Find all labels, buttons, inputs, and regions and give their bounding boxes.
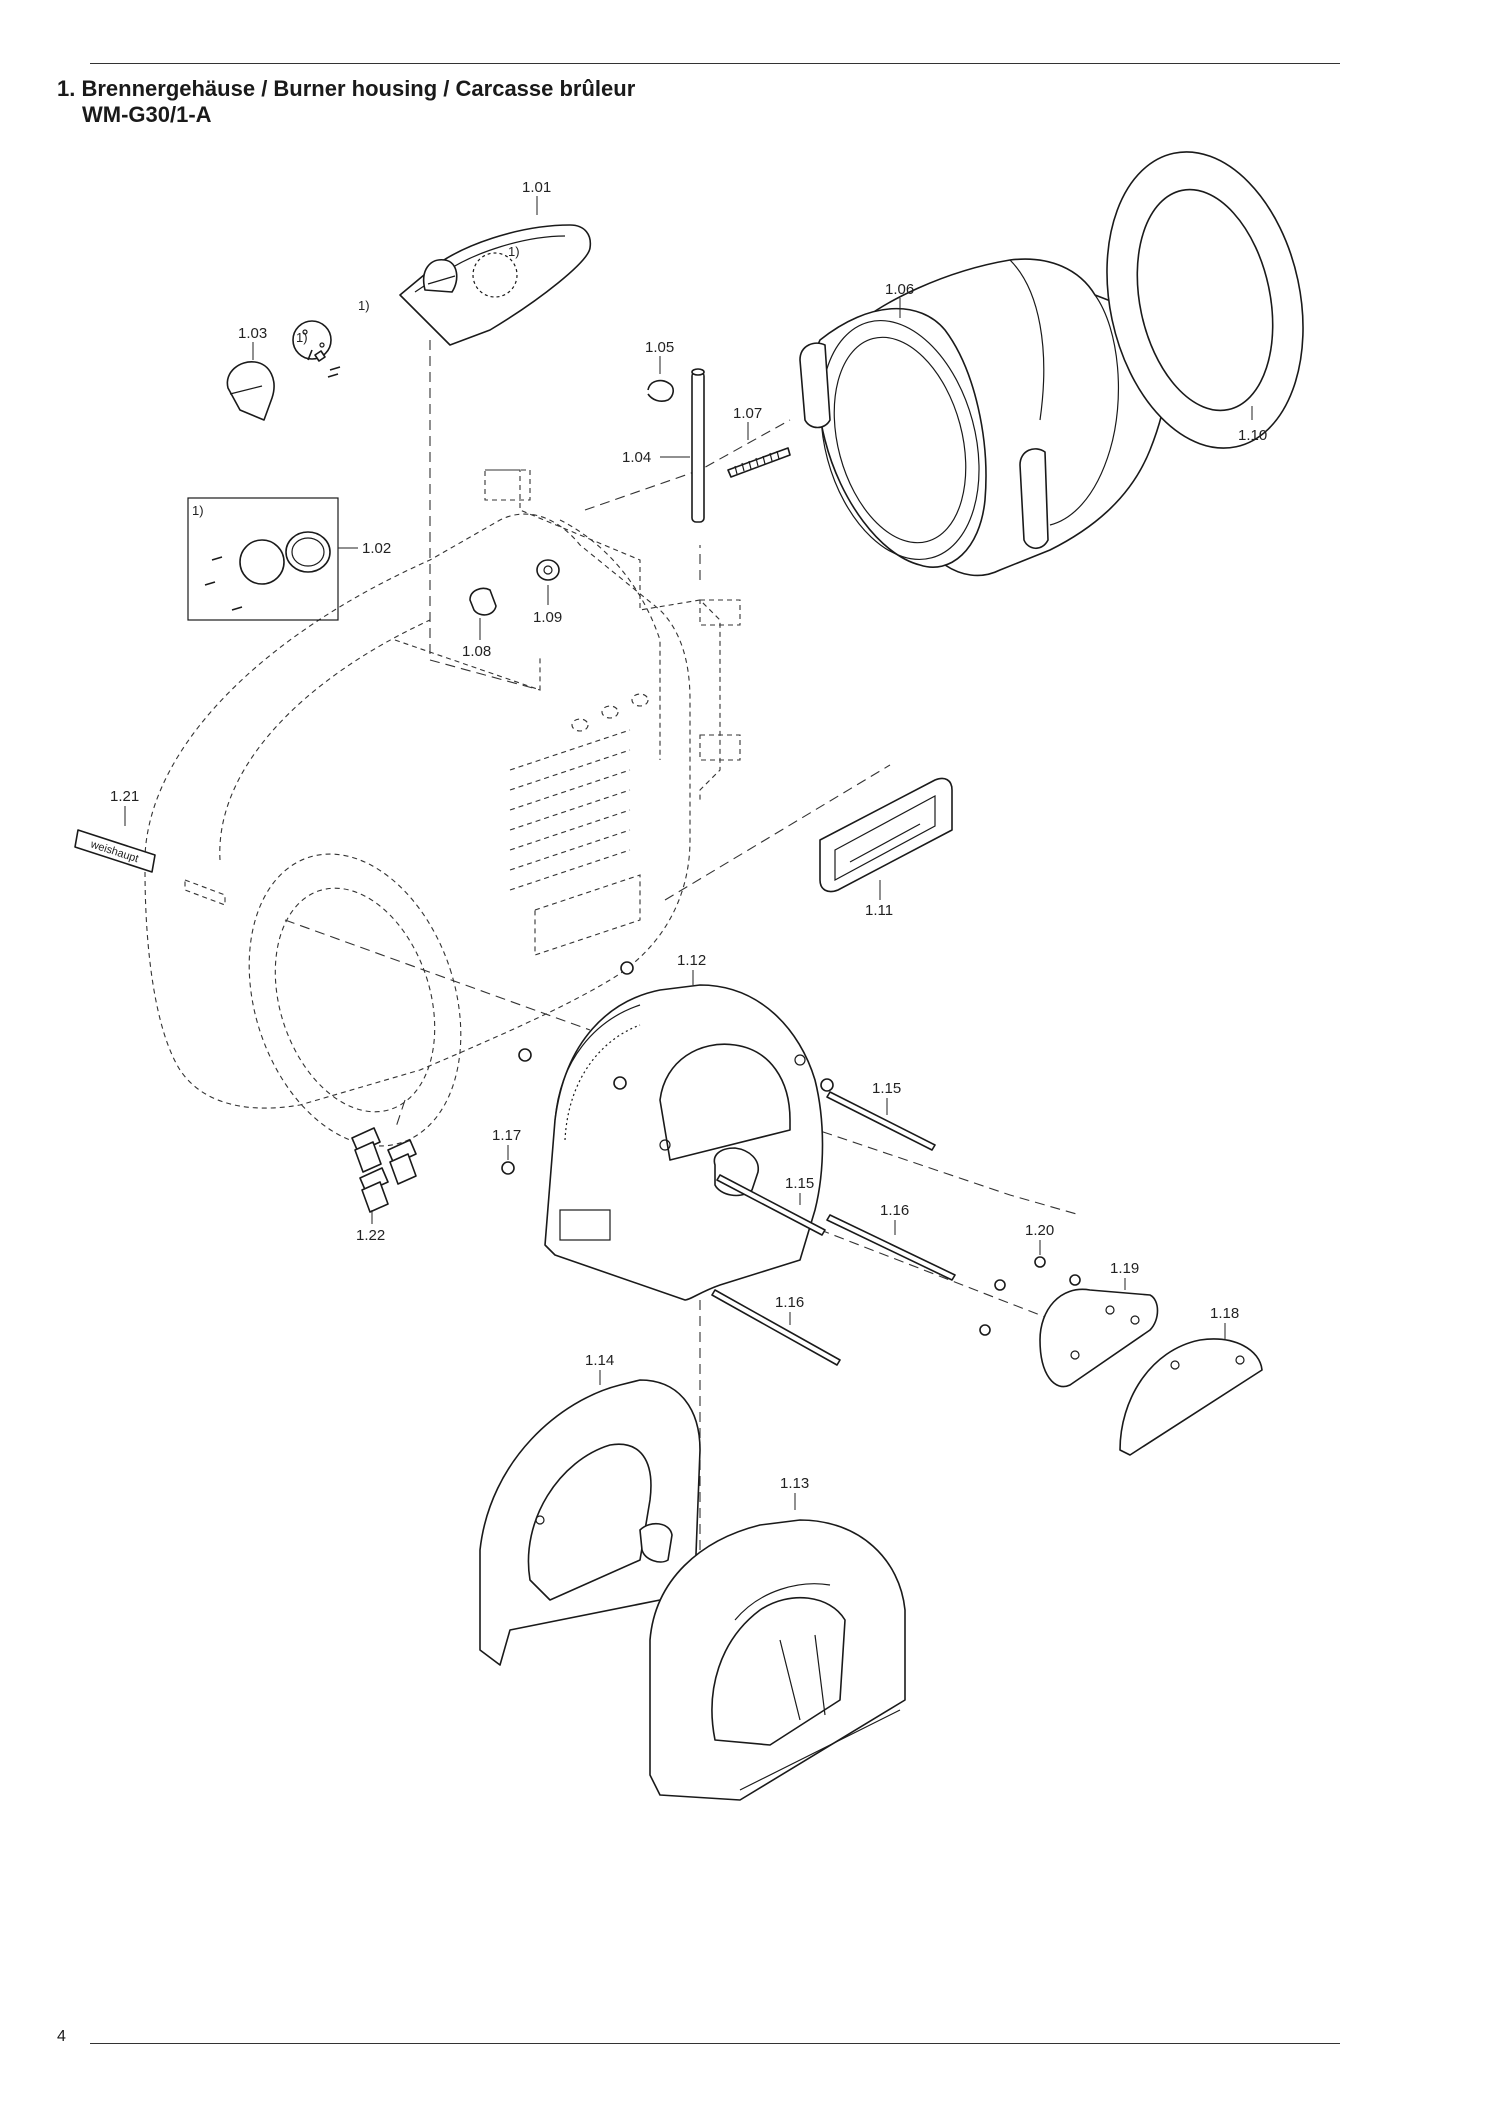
label-1-15-upper: 1.15	[872, 1080, 901, 1097]
part-1-16-bolt-upper	[826, 1214, 956, 1281]
part-1-22-cable-glands	[351, 1127, 417, 1213]
label-1-09: 1.09	[533, 609, 562, 626]
label-1-21: 1.21	[110, 788, 139, 805]
label-1-19: 1.19	[1110, 1260, 1139, 1277]
part-1-17-washers	[501, 961, 834, 1175]
label-1-11: 1.11	[865, 902, 893, 919]
label-1-04: 1.04	[622, 449, 651, 466]
part-1-19-mounting-plate	[1039, 1288, 1159, 1388]
part-1-16-bolt-lower	[711, 1289, 841, 1366]
part-1-01-air-damper-housing	[399, 224, 592, 346]
label-1-14: 1.14	[585, 1352, 614, 1369]
part-1-14-air-intake-housing	[479, 1379, 701, 1666]
label-1-03: 1.03	[238, 325, 267, 342]
part-1-11-inspection-window	[819, 777, 953, 893]
page-number: 4	[57, 2028, 66, 2045]
label-1-07: 1.07	[733, 405, 762, 422]
page-title: 1. Brennergehäuse / Burner housing / Car…	[57, 76, 636, 101]
part-1-12-housing-cover	[544, 984, 824, 1301]
model-designation: WM-G30/1-A	[82, 102, 212, 127]
footnote-mark-knob: 1)	[296, 330, 308, 345]
label-1-05: 1.05	[645, 339, 674, 356]
footnote-mark-kit: 1)	[192, 503, 204, 518]
part-1-13-front-cover	[649, 1519, 906, 1801]
part-1-02-cover-kit	[187, 497, 339, 621]
label-1-01: 1.01	[522, 179, 551, 196]
label-1-22: 1.22	[356, 1227, 385, 1244]
label-1-08: 1.08	[462, 643, 491, 660]
part-1-03-actuator-knob	[226, 320, 341, 421]
label-1-12: 1.12	[677, 952, 706, 969]
part-1-06-burner-flange	[799, 258, 1170, 577]
part-1-08-plug	[469, 587, 497, 616]
label-1-13: 1.13	[780, 1475, 809, 1492]
part-1-20-nuts	[979, 1256, 1081, 1336]
label-1-06: 1.06	[885, 281, 914, 298]
label-1-10: 1.10	[1238, 427, 1267, 444]
callout-labels: 1.01 1.03 1.05 1.04 1.07 1.06 1.10 1.02 …	[110, 179, 1267, 1492]
callout-leaders	[124, 196, 1253, 1510]
label-1-18: 1.18	[1210, 1305, 1239, 1322]
label-1-17: 1.17	[492, 1127, 521, 1144]
part-1-04-shaft	[691, 368, 705, 523]
bottom-rule	[90, 2043, 1340, 2044]
label-1-16-upper: 1.16	[880, 1202, 909, 1219]
housing-outline-ghost	[144, 469, 741, 1147]
footnote-mark-screw: 1)	[358, 298, 370, 313]
part-1-15-bolt-lower	[716, 1174, 826, 1236]
label-1-02: 1.02	[362, 540, 391, 557]
part-1-10-flange-gasket	[1106, 151, 1304, 449]
part-1-05-circlip	[647, 379, 674, 402]
label-1-20: 1.20	[1025, 1222, 1054, 1239]
label-1-16-lower: 1.16	[775, 1294, 804, 1311]
part-1-09-washer	[536, 559, 560, 581]
part-1-07-threaded-rod	[727, 447, 791, 478]
part-1-18-half-cover	[1119, 1338, 1263, 1456]
part-1-21-nameplate: weishaupt	[74, 829, 156, 873]
part-1-15-bolt-upper	[826, 1091, 936, 1151]
footnote-marks: 1) 1) 1) 1)	[192, 244, 520, 518]
top-rule	[90, 63, 1340, 64]
label-1-15-lower: 1.15	[785, 1175, 814, 1192]
footnote-mark-actuator: 1)	[508, 244, 520, 259]
